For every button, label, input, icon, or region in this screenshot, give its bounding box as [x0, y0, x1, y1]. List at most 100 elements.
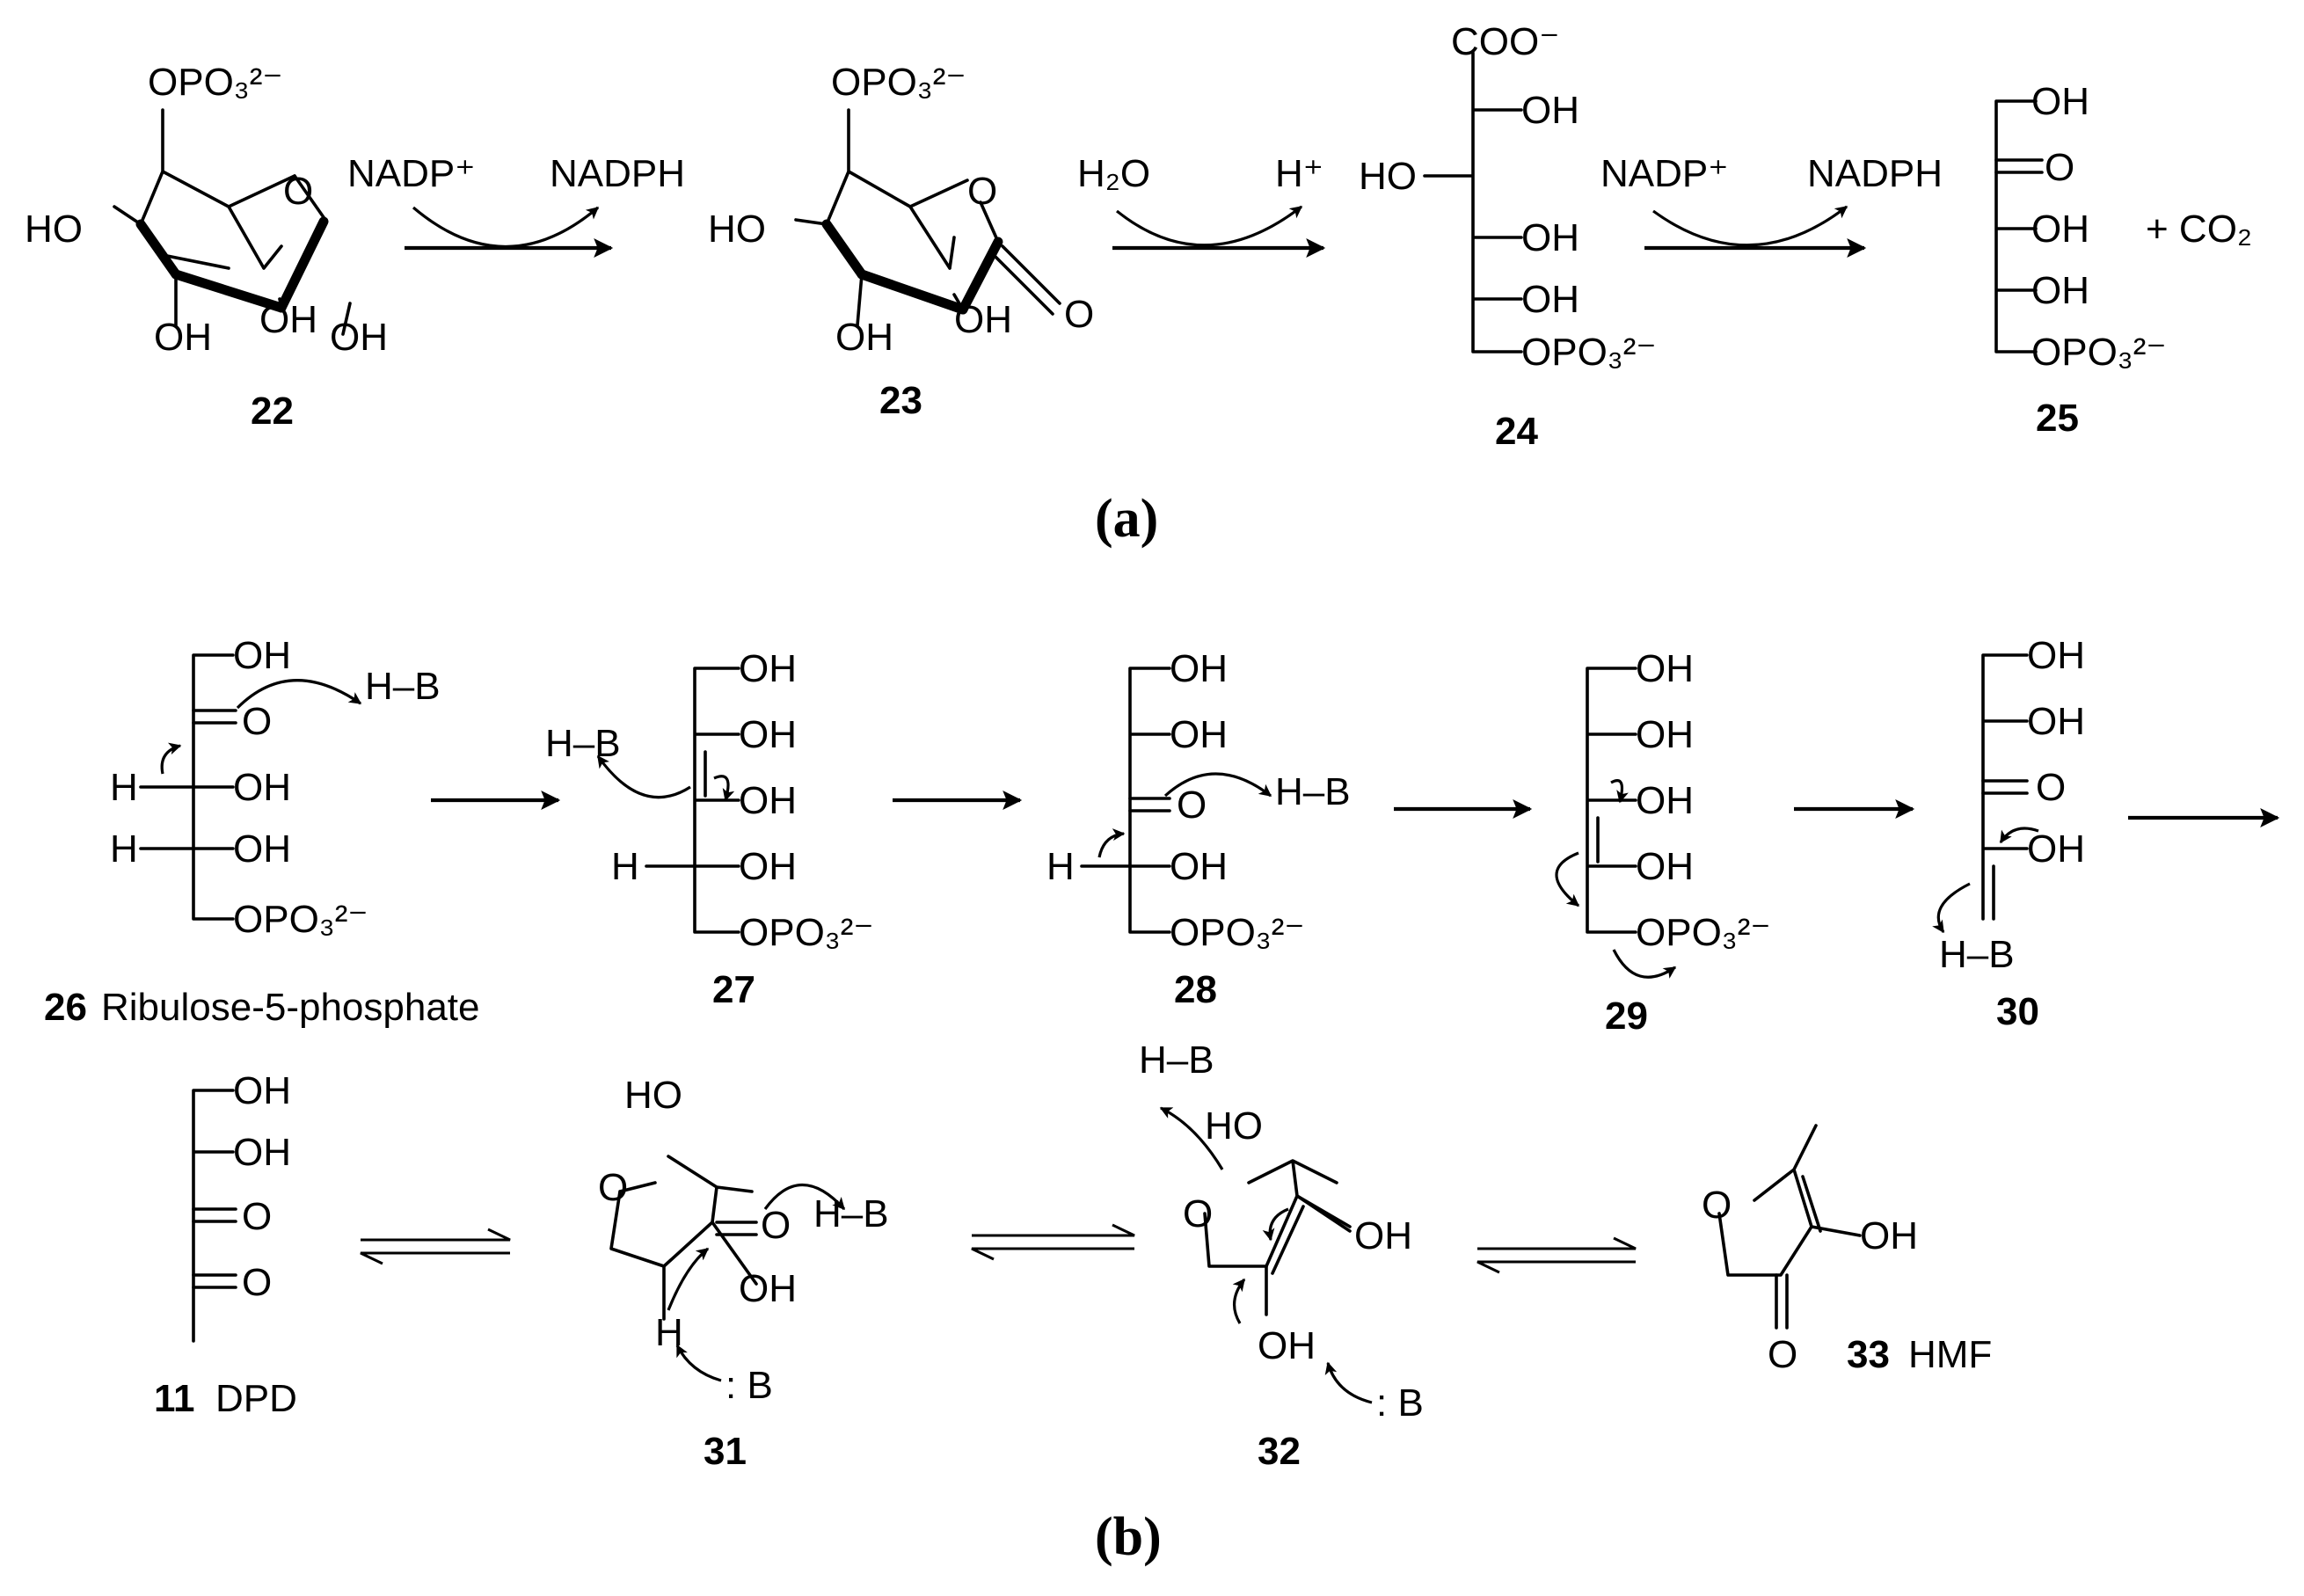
reagent-label: NADP⁺ — [1600, 152, 1728, 195]
hydroxyl-label: HO — [624, 1074, 682, 1117]
ring-oxygen-label: O — [283, 170, 313, 213]
carbonyl-label: O — [1177, 783, 1207, 827]
hydroxyl-label: OH — [233, 634, 291, 677]
compound-number-label: 30 — [1996, 990, 2039, 1033]
compound-number-label: 22 — [251, 390, 294, 433]
panel-label-b: (b) — [1095, 1507, 1162, 1567]
compound-30: OH OH O OH H–B 30 — [1932, 634, 2085, 1033]
carbonyl-label: O — [2036, 766, 2066, 809]
acid-label: H–B — [1275, 770, 1351, 813]
reaction-arrow: NADP⁺ NADPH — [347, 152, 685, 258]
compound-31: HO O O H–B OH H : B 31 — [598, 1074, 889, 1473]
hydroxyl-label: OH — [954, 298, 1012, 341]
equilibrium-arrow — [1476, 1236, 1637, 1274]
reaction-arrow: NADP⁺ NADPH — [1600, 152, 1943, 258]
compound-number-label: 28 — [1174, 968, 1217, 1011]
compound-name-label: HMF — [1908, 1333, 1992, 1376]
compound-name-label: Ribulose-5-phosphate — [101, 986, 480, 1029]
hydroxyl-label: HO — [25, 208, 83, 251]
reagent-label: NADPH — [1807, 152, 1943, 195]
hydroxyl-label: OH — [739, 713, 797, 756]
hydroxyl-label: OH — [1521, 89, 1579, 132]
compound-29: OH OH OH OH OPO₃²⁻ 29 — [1555, 647, 1771, 1038]
ring-oxygen-label: O — [598, 1166, 628, 1209]
hydroxyl-label: OH — [2027, 700, 2085, 743]
compound-number-label: 27 — [712, 968, 755, 1011]
phosphate-label: OPO₃²⁻ — [1636, 911, 1771, 954]
carboxylate-label: COO⁻ — [1451, 20, 1559, 63]
reagent-label: NADPH — [550, 152, 685, 195]
carbonyl-label: O — [242, 1261, 272, 1304]
compound-number-label: 23 — [879, 379, 922, 422]
equilibrium-arrow — [971, 1223, 1135, 1261]
hydroxyl-label: OH — [739, 845, 797, 888]
compound-number-label: 33 — [1847, 1333, 1890, 1376]
reagent-label: H⁺ — [1275, 152, 1323, 195]
panel-label-a: (a) — [1095, 489, 1158, 549]
hydrogen-label: H — [1046, 845, 1075, 888]
hydroxyl-label: OH — [233, 1131, 291, 1174]
hydroxyl-label: OH — [233, 1069, 291, 1112]
carbonyl-label: O — [242, 1195, 272, 1238]
hydroxyl-label: OH — [1170, 845, 1228, 888]
hydroxyl-label: OH — [1521, 216, 1579, 259]
hydroxyl-label: HO — [1205, 1104, 1263, 1148]
compound-32: H–B HO O OH OH : B 32 — [1139, 1038, 1424, 1473]
hydrogen-label: H — [110, 827, 138, 871]
compound-number-label: 29 — [1605, 995, 1648, 1038]
compound-27: H–B OH OH OH H OH OPO₃²⁻ 27 — [545, 647, 874, 1011]
compound-28: OH OH O H–B H OH OPO₃²⁻ 28 — [1046, 647, 1351, 1011]
hydroxyl-label: OH — [233, 827, 291, 871]
compound-22: OPO₃²⁻ O HO OH OH OH 22 — [25, 61, 388, 433]
hydroxyl-label: OH — [1170, 647, 1228, 690]
hydroxyl-label: HO — [708, 208, 766, 251]
compound-number-label: 25 — [2036, 397, 2079, 440]
hydroxyl-label: OH — [233, 766, 291, 809]
phosphate-label: OPO₃²⁻ — [831, 61, 966, 104]
hydroxyl-label: OH — [1636, 779, 1694, 822]
phosphate-label: OPO₃²⁻ — [148, 61, 283, 104]
ring-oxygen-label: O — [1183, 1192, 1213, 1235]
phosphate-label: OPO₃²⁻ — [739, 911, 874, 954]
hydroxyl-label: OH — [1521, 278, 1579, 321]
hydroxyl-label: OH — [739, 1267, 797, 1310]
hydroxyl-label: OH — [739, 779, 797, 822]
acid-label: H–B — [545, 722, 621, 765]
compound-26: OH O H–B H OH H OH OPO₃²⁻ 26 Ribulose-5-… — [44, 634, 480, 1029]
compound-33: O OH O 33 HMF — [1702, 1124, 1992, 1376]
carbonyl-label: O — [1064, 293, 1094, 336]
reagent-label: H₂O — [1077, 152, 1150, 195]
hydroxyl-label: OH — [1636, 647, 1694, 690]
hydrogen-label: H — [655, 1311, 683, 1354]
co2-label: + CO₂ — [2146, 208, 2252, 251]
hydroxyl-label: OH — [259, 298, 317, 341]
hydroxyl-label: OH — [2031, 80, 2089, 123]
compound-number-label: 32 — [1258, 1430, 1301, 1473]
hydroxyl-label: OH — [1354, 1214, 1412, 1257]
carbonyl-label: O — [1768, 1333, 1797, 1376]
compound-number-label: 24 — [1495, 410, 1538, 453]
hydroxyl-label: OH — [1860, 1214, 1918, 1257]
hydroxyl-label: OH — [2027, 634, 2085, 677]
hydroxyl-label: OH — [2031, 269, 2089, 312]
hydroxyl-label: OH — [330, 316, 388, 359]
acid-label: H–B — [813, 1192, 889, 1235]
hydroxyl-label: OH — [1258, 1324, 1316, 1367]
hydroxyl-label: OH — [1170, 713, 1228, 756]
compound-24: COO⁻ OH HO OH OH OPO₃²⁻ 24 — [1359, 20, 1657, 453]
phosphate-label: OPO₃²⁻ — [2031, 331, 2167, 374]
base-label: : B — [725, 1364, 773, 1407]
equilibrium-arrow — [360, 1228, 511, 1265]
hydroxyl-label: OH — [739, 647, 797, 690]
acid-label: H–B — [365, 665, 441, 708]
hydroxyl-label: OH — [835, 316, 893, 359]
hydroxyl-label: HO — [1359, 155, 1417, 198]
hydroxyl-label: OH — [2031, 208, 2089, 251]
compound-name-label: DPD — [215, 1377, 297, 1420]
ring-oxygen-label: O — [1702, 1184, 1732, 1227]
hydroxyl-label: OH — [1636, 845, 1694, 888]
reagent-label: NADP⁺ — [347, 152, 475, 195]
compound-number-label: 11 — [154, 1377, 195, 1420]
hydroxyl-label: OH — [154, 316, 212, 359]
